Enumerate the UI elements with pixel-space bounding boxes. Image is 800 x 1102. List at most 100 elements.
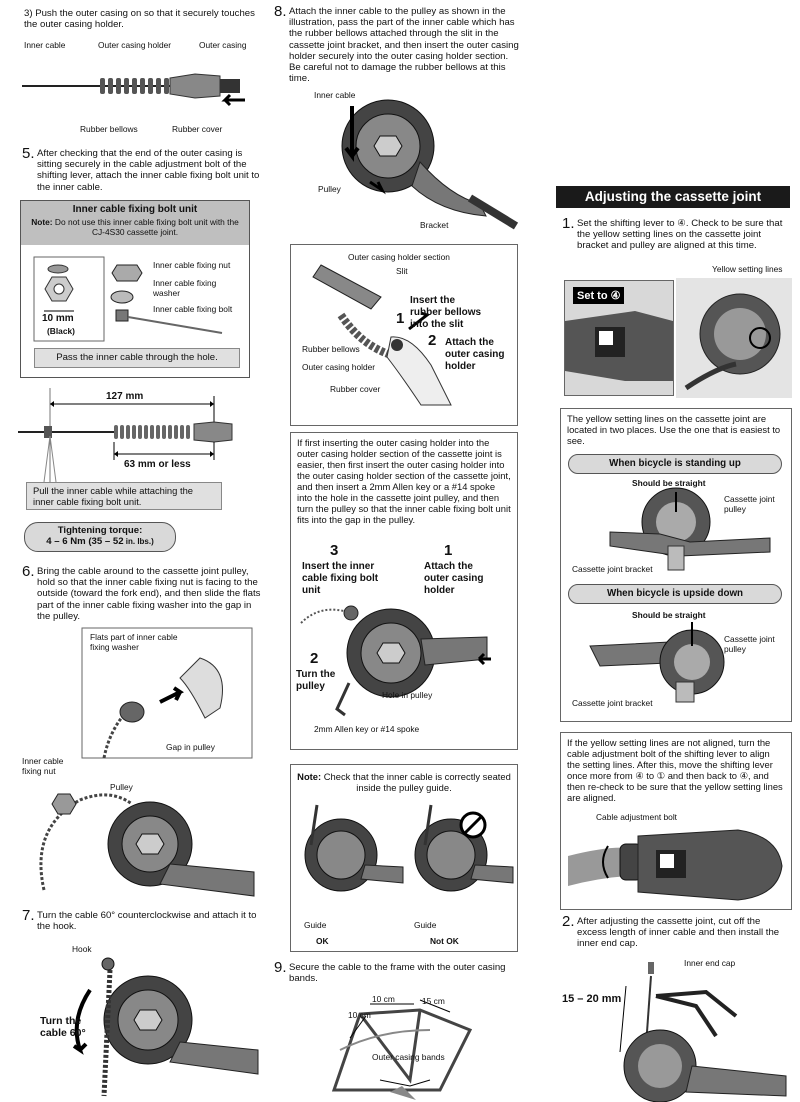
label-gap: Gap in pulley [166, 742, 215, 752]
bolt-parts-illustration [33, 256, 223, 342]
label-attach2: outer casing [445, 349, 505, 360]
pulley-guide-note-panel: Note: Check that the inner cable is corr… [290, 764, 518, 952]
step9: 9. Secure the cable to the frame with th… [274, 959, 506, 985]
label-num2: 2 [428, 332, 437, 349]
label-alt-attach3: holder [424, 585, 455, 596]
label-alt-2: 2 [310, 650, 319, 667]
label-holder: Outer casing holder [302, 362, 376, 372]
step1: 1. Set the shifting lever to ④. Check to… [562, 215, 783, 252]
label-not-ok: Not OK [430, 936, 459, 946]
end-cap-drawing [619, 962, 787, 1102]
label-cover: Rubber cover [330, 384, 381, 394]
label-guide-notok: Guide [414, 920, 437, 930]
label-10mm: 10 mm [42, 313, 74, 324]
label-cj-pulley-2: Cassette joint [724, 634, 775, 644]
ok-notok-drawing [304, 804, 514, 892]
label-alt-key: 2mm Allen key or #14 spoke [314, 724, 420, 734]
alt-method-drawing [300, 605, 491, 717]
hook-illustration [72, 957, 259, 1097]
label-turn1: Turn the [40, 1015, 82, 1027]
label-fixing-bolt: Inner cable fixing bolt [153, 304, 233, 314]
label-s8-inner-cable: Inner cable [314, 90, 356, 100]
alt-method-text: If first inserting the outer casing hold… [297, 437, 511, 525]
standing-pill: When bicycle is standing up [568, 454, 782, 474]
label-attach: Attach the [445, 337, 494, 348]
cassette-joint-photo [676, 278, 792, 398]
label-num1: 1 [396, 310, 405, 327]
step5: 5. After checking that the end of the ou… [22, 145, 260, 193]
label-insert: Insert the [410, 295, 456, 306]
label-fixing-washer: Inner cable fixing washer [153, 278, 217, 298]
label-10cm-a: 10 cm [372, 994, 395, 1004]
dim-63mm: 63 mm or less [124, 459, 191, 470]
label-alt-insert: Insert the inner [302, 561, 375, 572]
not-aligned-text: If the yellow setting lines are not alig… [567, 737, 783, 803]
frame-bands-illustration [331, 999, 473, 1100]
label-guide-ok: Guide [304, 920, 327, 930]
two-places-text: The yellow setting lines on the cassette… [567, 413, 781, 446]
label-cj-bracket-2: Cassette joint bracket [572, 698, 653, 708]
label-flats2: fixing washer [90, 642, 139, 652]
bracket-illustration [341, 99, 519, 230]
not-aligned-panel: If the yellow setting lines are not alig… [560, 732, 792, 910]
label-pulley: Pulley [110, 782, 133, 792]
label-holder-section: Outer casing holder section [348, 252, 450, 262]
step7: 7. Turn the cable 60° counterclockwise a… [22, 907, 257, 933]
label-10cm-b: 10 cm [348, 1010, 371, 1020]
pass-hole-note: Pass the inner cable through the hole. [34, 348, 240, 368]
label-alt-turn: Turn the [296, 669, 336, 680]
torque-badge: Tightening torque: 4 – 6 Nm (35 – 52 in.… [24, 522, 176, 552]
label-rubber-cover: Rubber cover [172, 124, 223, 134]
label-turn2: cable 60° [40, 1027, 86, 1039]
label-straight-1: Should be straight [632, 478, 706, 488]
label-flats: Flats part of inner cable [90, 632, 178, 642]
label-cj-pulley2-1: pulley [724, 504, 746, 514]
label-bands: Outer casing bands [372, 1052, 445, 1062]
alternative-method-panel: If first inserting the outer casing hold… [290, 432, 518, 750]
label-inner-cable: Inner cable [24, 40, 66, 50]
label-alt-hole: Hole in pulley [382, 690, 433, 700]
label-nut1: Inner cable [22, 756, 64, 766]
label-hook: Hook [72, 944, 92, 954]
label-alt-3: 3 [330, 542, 339, 559]
bellows-detail-drawing [312, 264, 452, 406]
dim-15-20mm: 15 – 20 mm [562, 993, 622, 1005]
label-ok: OK [316, 936, 329, 946]
bellows-detail-panel [290, 244, 518, 426]
label-alt-insert3: unit [302, 585, 321, 596]
bolt-unit-note: Do not use this inner cable fixing bolt … [52, 217, 239, 237]
label-insert2: rubber bellows [410, 307, 482, 318]
label-slit: Slit [396, 266, 408, 276]
label-bellows: Rubber bellows [302, 344, 360, 354]
pulley-attach-illustration [39, 627, 255, 897]
set-to-badge: Set to ④ [573, 287, 625, 304]
label-attach3: holder [445, 361, 476, 372]
setting-lines-panel: The yellow setting lines on the cassette… [560, 408, 792, 722]
pulley-guide-note: Check that the inner cable is correctly … [321, 771, 511, 793]
standing-drawing [609, 487, 771, 571]
label-cj-pulley-1: Cassette joint [724, 494, 775, 504]
label-end-cap: Inner end cap [684, 958, 736, 968]
label-alt-insert2: cable fixing bolt [302, 573, 379, 584]
step8: 8. Attach the inner cable to the pulley … [274, 3, 519, 85]
label-fixing-nut: Inner cable fixing nut [153, 260, 231, 270]
section-heading: Adjusting the cassette joint [556, 186, 790, 208]
dim-127mm: 127 mm [106, 391, 144, 402]
label-alt-attach: Attach the [424, 561, 473, 572]
label-straight-2: Should be straight [632, 610, 706, 620]
outer-casing-illustration [22, 73, 245, 107]
step6: 6. Bring the cable around to the cassett… [22, 563, 261, 622]
label-15cm: 15 cm [422, 996, 445, 1006]
label-s8-pulley: Pulley [318, 184, 341, 194]
bolt-unit-panel: Inner cable fixing bolt unit Note: Do no… [20, 200, 250, 378]
label-yellow-lines: Yellow setting lines [712, 264, 783, 274]
shift-lever-drawing [565, 311, 673, 381]
label-bracket: Bracket [420, 220, 449, 230]
label-adj-bolt: Cable adjustment bolt [596, 812, 678, 822]
cable-length-illustration [18, 388, 233, 483]
label-alt-attach2: outer casing [424, 573, 484, 584]
label-outer-casing: Outer casing [199, 40, 247, 50]
pull-cable-note: Pull the inner cable while attaching the… [26, 482, 222, 510]
label-black: (Black) [47, 326, 75, 336]
upside-drawing [589, 622, 725, 703]
